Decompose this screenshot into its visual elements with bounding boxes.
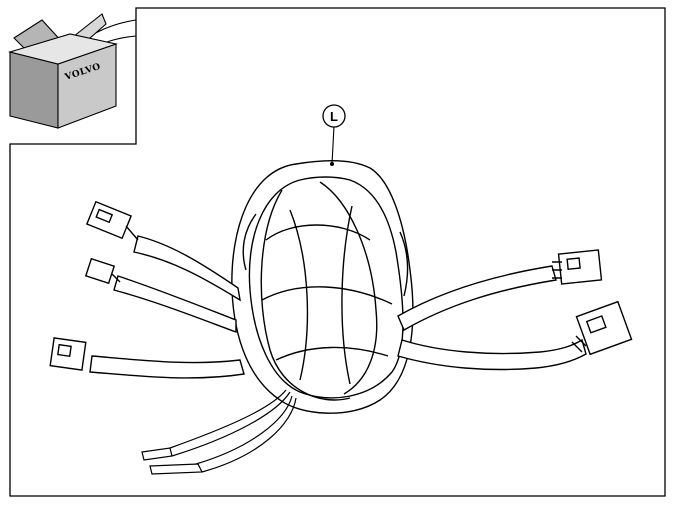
box-top-opening bbox=[7, 33, 119, 65]
connector-upper-left bbox=[85, 200, 133, 240]
illustration-frame bbox=[9, 7, 666, 497]
callout-L: L bbox=[322, 104, 346, 166]
wire-terminal-upper bbox=[141, 447, 173, 461]
loose-wires bbox=[141, 389, 297, 475]
wire-terminal-lower bbox=[149, 463, 203, 475]
harness-branch-lower-right bbox=[397, 300, 633, 371]
harness-coil bbox=[231, 160, 414, 414]
harness-branch-mid-left bbox=[84, 257, 237, 334]
parts-box-inset: VOLVO bbox=[7, 13, 137, 129]
harness-branch-upper-left bbox=[85, 200, 241, 302]
callout-leader-line bbox=[331, 125, 335, 165]
connector-mid-left bbox=[84, 257, 116, 285]
callout-label: L bbox=[330, 109, 338, 124]
connector-lower-left bbox=[49, 337, 87, 371]
harness-branch-upper-right bbox=[397, 249, 603, 331]
harness-branch-lower-left bbox=[49, 337, 245, 379]
callout-circle bbox=[322, 104, 346, 128]
box-front-face bbox=[9, 51, 59, 129]
callout-leader-dot bbox=[330, 162, 334, 166]
